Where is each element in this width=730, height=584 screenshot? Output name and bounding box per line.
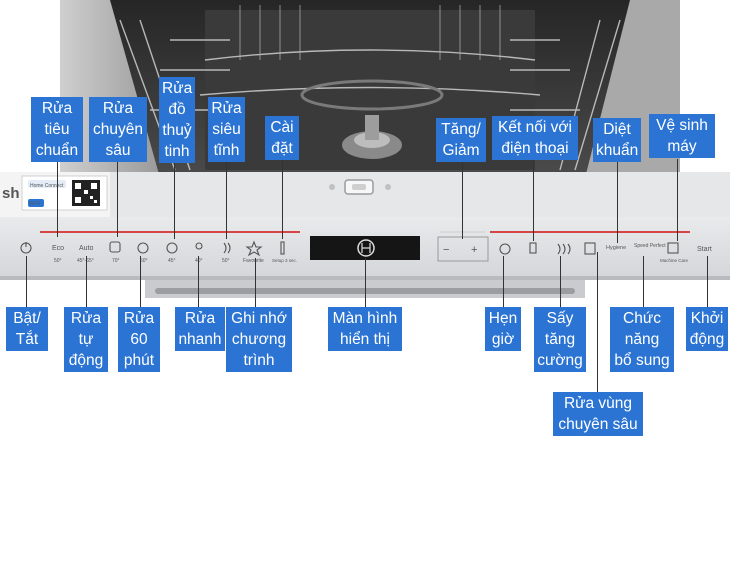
- leader-ve-sinh-may: [677, 159, 678, 241]
- leader-rua-tieu-chuan: [57, 159, 58, 237]
- leader-say-tang-cuong: [560, 256, 561, 308]
- leader-ket-noi: [533, 159, 534, 241]
- program-eco: Eco: [52, 245, 64, 252]
- wifi-label: Wi Fi: [29, 201, 40, 207]
- start-label: Start: [697, 246, 712, 253]
- program-auto: Auto: [79, 245, 94, 252]
- hygiene-label: Hygiene: [606, 245, 626, 251]
- plus-sign: +: [471, 244, 477, 256]
- leader-rua-do-thuy-tinh: [174, 159, 175, 239]
- temp-eco: 50°: [54, 258, 62, 264]
- minus-sign: −: [443, 244, 449, 256]
- leader-chuc-nang-bo-sung: [643, 256, 644, 308]
- brand-fragment: sh: [2, 185, 20, 202]
- leader-rua-60-phut: [140, 256, 141, 308]
- setup-label: Setup 3 sec.: [272, 258, 297, 263]
- temp-glass: 45°: [168, 258, 176, 264]
- callout-tang-giam: Tăng/Giảm: [436, 118, 486, 162]
- temp-silence: 50°: [222, 258, 230, 264]
- leader-cai-dat: [282, 159, 283, 239]
- leader-rua-sieu-tinh: [226, 159, 227, 239]
- favourite-label: Favourite: [243, 258, 264, 264]
- leader-rua-tu-dong: [86, 256, 87, 308]
- leader-man-hinh: [365, 258, 366, 308]
- leader-rua-vung-chuyen-sau: [597, 252, 598, 392]
- leader-ghi-nho: [255, 258, 256, 308]
- temp-auto: 45°-65°: [77, 258, 94, 264]
- leader-bat-tat: [26, 256, 27, 308]
- callout-bat-tat: Bật/Tắt: [6, 307, 48, 351]
- leader-rua-chuyen-sau: [117, 159, 118, 237]
- leader-rua-nhanh: [198, 256, 199, 308]
- leader-hen-gio: [503, 256, 504, 308]
- machine-care-label: Machine Care: [660, 258, 689, 263]
- leader-khoi-dong: [707, 256, 708, 308]
- leader-tang-giam: [462, 159, 463, 239]
- speed-perfect-label: Speed Perfect: [634, 243, 666, 249]
- temp-60min: 50°: [140, 258, 148, 264]
- home-connect-label: Home Connect: [30, 183, 64, 189]
- temp-intensive: 70°: [112, 258, 120, 264]
- leader-diet-khuan: [617, 159, 618, 243]
